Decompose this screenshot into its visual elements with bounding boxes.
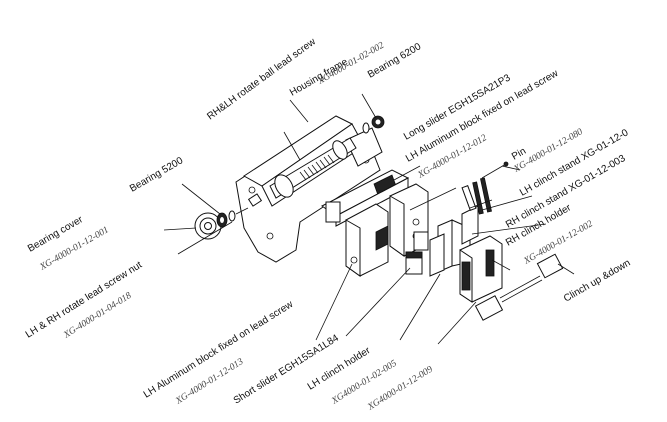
bearing-6200-part bbox=[362, 115, 385, 134]
leader-lines bbox=[163, 93, 575, 345]
bearing-5200-part bbox=[216, 207, 249, 228]
lead-screw-nut-code: XG-4000-01-04-018 bbox=[61, 291, 133, 341]
clinch-holder-part bbox=[429, 233, 503, 303]
rotate-ball-screw-label: RH&LH rotate ball lead screw bbox=[205, 36, 318, 122]
clinch-cylinder-part bbox=[474, 253, 564, 321]
lh-aluminum-block-bottom-label: LH Aluminum block fixed on lead screw bbox=[142, 299, 296, 401]
aluminum-block-part bbox=[345, 203, 389, 277]
long-slider-part bbox=[321, 169, 410, 227]
clinch-up-down-label: Clinch up &down bbox=[562, 258, 632, 305]
bearing-5200-label: Bearing 5200 bbox=[128, 155, 185, 194]
housing-frame-code: XG4000-01-02-002 bbox=[316, 41, 387, 87]
pin-part bbox=[481, 161, 509, 179]
short-slider-label: Short slider EGH15SA1L84 bbox=[232, 332, 341, 406]
lh-aluminum-block-top-label: LH Aluminum block fixed on lead screw bbox=[404, 68, 561, 165]
ball-lead-screw-part bbox=[269, 137, 357, 199]
lh-aluminum-block-top-code: XG-4000-01-12-012 bbox=[416, 133, 489, 181]
